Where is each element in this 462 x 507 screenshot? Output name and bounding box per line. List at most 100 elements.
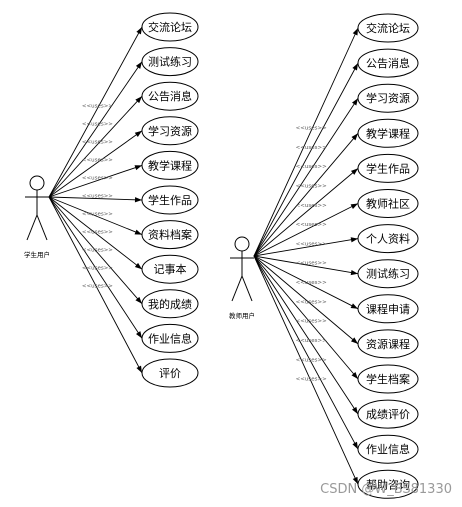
use-case-ellipse[interactable] — [141, 220, 199, 250]
use-case-ellipse[interactable] — [141, 185, 199, 215]
use-case-label: 成绩评价 — [366, 408, 410, 421]
uses-label: <<uses>> — [82, 122, 113, 128]
use-case[interactable]: 资料档案 — [141, 220, 199, 250]
actor-left-leg — [231, 275, 243, 302]
association-line — [253, 255, 359, 450]
use-case-ellipse[interactable] — [357, 294, 419, 324]
use-case-label: 资源课程 — [366, 337, 410, 351]
use-case-ellipse[interactable] — [141, 81, 199, 111]
use-case-ellipse[interactable] — [141, 12, 199, 42]
uses-label: <<uses>> — [296, 261, 327, 267]
uses-label: <<uses>> — [296, 377, 327, 383]
use-case[interactable]: 教学课程 — [357, 118, 419, 148]
use-case-ellipse[interactable] — [357, 434, 419, 464]
actor-right-leg — [241, 275, 253, 302]
teacher-actor-label: 教师用户 — [229, 311, 255, 320]
uses-label: <<uses>> — [82, 140, 113, 146]
use-case-label: 评价 — [159, 367, 181, 380]
use-case[interactable]: 交流论坛 — [357, 13, 419, 43]
use-case-ellipse[interactable] — [357, 13, 419, 43]
use-case[interactable]: 学生作品 — [141, 185, 199, 215]
use-case[interactable]: 帮助咨询 — [357, 469, 419, 499]
actor-left-leg — [26, 214, 38, 241]
student-actor: 学生用户 — [24, 175, 50, 259]
association-line — [48, 164, 143, 198]
use-case-ellipse[interactable] — [357, 469, 419, 499]
use-case-ellipse[interactable] — [357, 189, 419, 218]
use-case-label: 资料档案 — [148, 228, 192, 242]
use-case[interactable]: 学习资源 — [357, 83, 419, 113]
arrow-head — [351, 98, 358, 106]
use-case-ellipse[interactable] — [141, 150, 199, 180]
association-line — [48, 196, 143, 305]
use-case-label: 交流论坛 — [148, 20, 192, 34]
arrow-head — [351, 133, 358, 141]
use-case-ellipse[interactable] — [141, 358, 199, 388]
use-case[interactable]: 记事本 — [141, 254, 199, 284]
use-case-label: 我的成绩 — [148, 297, 192, 311]
use-case-label: 教师社区 — [366, 197, 410, 211]
actor-head — [29, 175, 45, 191]
association-line — [48, 95, 143, 198]
association-line — [253, 255, 359, 275]
use-case[interactable]: 交流论坛 — [141, 12, 199, 42]
use-case[interactable]: 评价 — [141, 358, 199, 388]
use-case-ellipse[interactable] — [141, 47, 199, 77]
use-case-ellipse[interactable] — [357, 118, 419, 148]
use-case-ellipse[interactable] — [141, 116, 199, 146]
uses-label: <<uses>> — [82, 248, 113, 254]
use-case[interactable]: 作业信息 — [141, 323, 199, 353]
use-case-ellipse[interactable] — [141, 289, 199, 319]
arrow-head — [350, 303, 358, 309]
uses-label: <<uses>> — [296, 357, 327, 363]
use-case[interactable]: 个人资料 — [357, 224, 419, 254]
use-case-ellipse[interactable] — [357, 259, 419, 289]
use-case[interactable]: 学习资源 — [141, 116, 199, 146]
uses-label: <<uses>> — [82, 230, 113, 236]
use-case[interactable]: 资源课程 — [357, 329, 419, 359]
uses-label: <<uses>> — [296, 299, 327, 305]
use-case-label: 测试练习 — [148, 55, 192, 69]
watermark: CSDN @W_BS81330 — [320, 482, 452, 497]
uses-labels: <<uses>> <<uses>> <<uses>> <<uses>> <<uses>>… — [82, 104, 327, 383]
use-case[interactable]: 学生档案 — [357, 364, 419, 394]
use-case[interactable]: 测试练习 — [141, 47, 199, 77]
use-case[interactable]: 学生作品 — [357, 153, 419, 183]
arrow-head — [352, 476, 358, 485]
use-case-label: 公告消息 — [148, 89, 192, 103]
use-case-label: 测试练习 — [366, 267, 410, 281]
use-case[interactable]: 我的成绩 — [141, 289, 199, 319]
association-line — [48, 61, 143, 198]
uses-label: <<uses>> — [82, 176, 113, 182]
use-case-ellipse[interactable] — [357, 364, 419, 394]
use-case[interactable]: 作业信息 — [357, 434, 419, 464]
use-case[interactable]: 公告消息 — [141, 81, 199, 111]
use-case[interactable]: 课程申请 — [357, 294, 419, 324]
use-case-ellipse[interactable] — [357, 224, 419, 254]
arrow-head — [134, 262, 142, 270]
use-case-ellipse[interactable] — [357, 153, 419, 183]
use-case-label: 个人资料 — [366, 232, 410, 246]
association-line — [253, 255, 359, 485]
use-case-label: 公告消息 — [366, 56, 410, 70]
uses-label: <<uses>> — [82, 212, 113, 218]
use-case-ellipse[interactable] — [357, 399, 419, 429]
association-line — [48, 196, 143, 270]
use-case[interactable]: 成绩评价 — [357, 399, 419, 429]
use-case[interactable]: 教师社区 — [357, 189, 419, 218]
arrow-head — [134, 197, 142, 203]
use-case-ellipse[interactable] — [357, 48, 419, 78]
association-line — [48, 196, 143, 374]
arrow-head — [135, 296, 142, 304]
association-line — [253, 238, 359, 257]
use-case-ellipse[interactable] — [141, 323, 199, 353]
use-case-ellipse[interactable] — [141, 254, 199, 284]
use-case-ellipse[interactable] — [357, 329, 419, 359]
association-line — [48, 130, 143, 198]
use-case[interactable]: 教学课程 — [141, 150, 199, 180]
use-case[interactable]: 公告消息 — [357, 48, 419, 78]
use-case-ellipse[interactable] — [357, 83, 419, 113]
use-case[interactable]: 测试练习 — [357, 259, 419, 289]
use-case-label: 帮助咨询 — [366, 477, 410, 491]
